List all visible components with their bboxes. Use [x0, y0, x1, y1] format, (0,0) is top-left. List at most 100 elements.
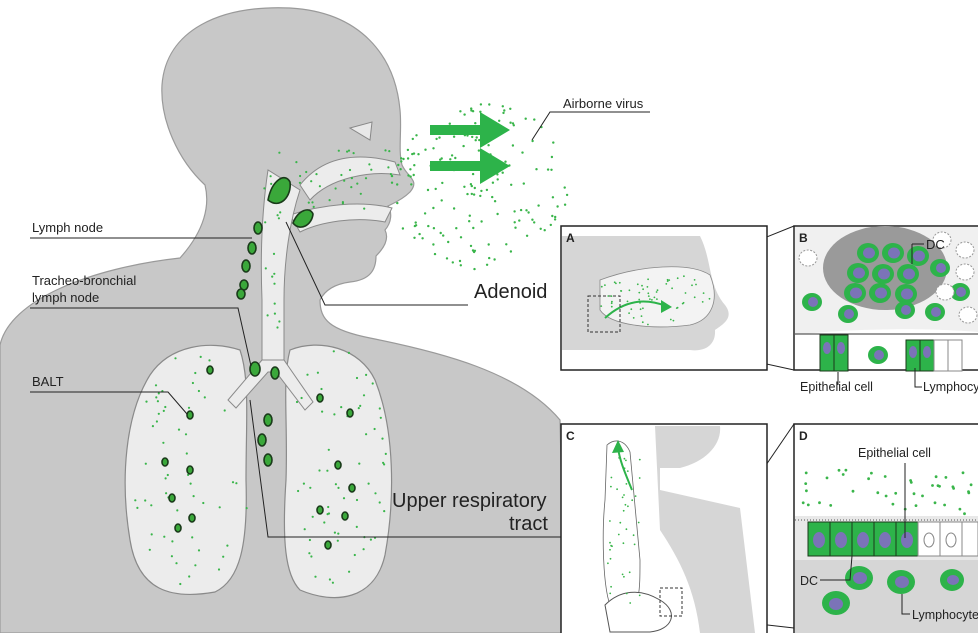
panel-d: D Epithelial cell DC Lymphocyte [794, 424, 978, 633]
virus-particle [469, 215, 471, 217]
virus-particle [453, 136, 455, 138]
virus-particle [611, 306, 613, 308]
virus-particle [642, 307, 644, 309]
virus-particle [335, 483, 337, 485]
virus-particle [618, 457, 620, 459]
virus-particle [622, 574, 624, 576]
virus-particle [647, 292, 649, 294]
virus-particle [526, 235, 528, 237]
virus-particle [694, 279, 696, 281]
virus-particle [397, 164, 399, 166]
virus-particle [622, 497, 624, 499]
virus-particle [226, 545, 228, 547]
virus-particle [365, 177, 367, 179]
virus-particle [619, 522, 621, 524]
virus-particle [271, 276, 273, 278]
virus-particle [556, 205, 558, 207]
virus-particle [468, 220, 470, 222]
virus-particle [171, 540, 173, 542]
virus-particle [473, 193, 475, 195]
virus-particle [626, 593, 628, 595]
balt-13 [342, 512, 348, 520]
virus-particle [604, 284, 606, 286]
panel-b-dc-label: DC [926, 237, 945, 252]
virus-particle [301, 397, 303, 399]
virus-particle [415, 224, 417, 226]
lymph-node-label: Lymph node [32, 220, 103, 235]
virus-particle [683, 302, 685, 304]
virus-particle [295, 161, 297, 163]
virus-particle [488, 243, 490, 245]
cell-nucleus [875, 288, 887, 299]
virus-particle [513, 210, 515, 212]
virus-particle [421, 237, 423, 239]
virus-particle [845, 469, 848, 472]
virus-particle [340, 174, 342, 176]
virus-particle [665, 283, 667, 285]
virus-particle [200, 356, 202, 358]
virus-particle [144, 499, 146, 501]
virus-particle [931, 484, 934, 487]
virus-particle [157, 400, 159, 402]
virus-particle [232, 481, 234, 483]
virus-particle [829, 504, 832, 507]
virus-particle [554, 218, 556, 220]
virus-particle [463, 113, 465, 115]
virus-particle [171, 555, 173, 557]
virus-particle [383, 510, 385, 512]
virus-particle [313, 206, 315, 208]
virus-particle [514, 227, 516, 229]
virus-particle [270, 183, 272, 185]
virus-particle [447, 241, 449, 243]
virus-particle [308, 552, 310, 554]
virus-particle [474, 250, 476, 252]
virus-particle [677, 307, 679, 309]
virus-particle [629, 602, 631, 604]
virus-particle [326, 470, 328, 472]
virus-particle [852, 490, 855, 493]
virus-particle [654, 297, 656, 299]
balt-2 [187, 411, 193, 419]
virus-particle [312, 516, 314, 518]
virus-particle [387, 166, 389, 168]
virus-particle [802, 501, 805, 504]
virus-particle [470, 183, 472, 185]
virus-particle [656, 291, 658, 293]
tracheo-bronchial-label-line1: Tracheo-bronchial [32, 273, 136, 288]
virus-particle [175, 562, 177, 564]
virus-particle [356, 183, 358, 185]
virus-particle [616, 488, 618, 490]
panel-a: A [561, 226, 767, 370]
panel-c-letter: C [566, 429, 575, 443]
virus-particle [327, 513, 329, 515]
virus-particle [805, 472, 808, 475]
virus-particle [531, 140, 533, 142]
virus-particle [952, 485, 955, 488]
virus-particle [368, 483, 370, 485]
virus-particle [466, 193, 468, 195]
virus-particle [635, 495, 637, 497]
virus-particle [510, 184, 512, 186]
virus-particle [277, 214, 279, 216]
virus-particle [626, 528, 628, 530]
virus-particle [959, 508, 962, 511]
virus-particle [619, 282, 621, 284]
virus-particle [474, 187, 476, 189]
virus-particle [155, 396, 157, 398]
virus-particle [356, 499, 358, 501]
virus-particle [333, 413, 335, 415]
virus-particle [353, 152, 355, 154]
virus-particle [178, 429, 180, 431]
virus-particle [478, 149, 480, 151]
virus-particle [308, 202, 310, 204]
virus-particle [607, 562, 609, 564]
virus-particle [273, 273, 275, 275]
virus-particle [150, 504, 152, 506]
virus-particle [967, 492, 970, 495]
lymph-node-3 [242, 260, 250, 272]
virus-particle [629, 571, 631, 573]
virus-particle [611, 545, 613, 547]
virus-particle [637, 283, 639, 285]
virus-particle [509, 108, 511, 110]
virus-particle [348, 150, 350, 152]
